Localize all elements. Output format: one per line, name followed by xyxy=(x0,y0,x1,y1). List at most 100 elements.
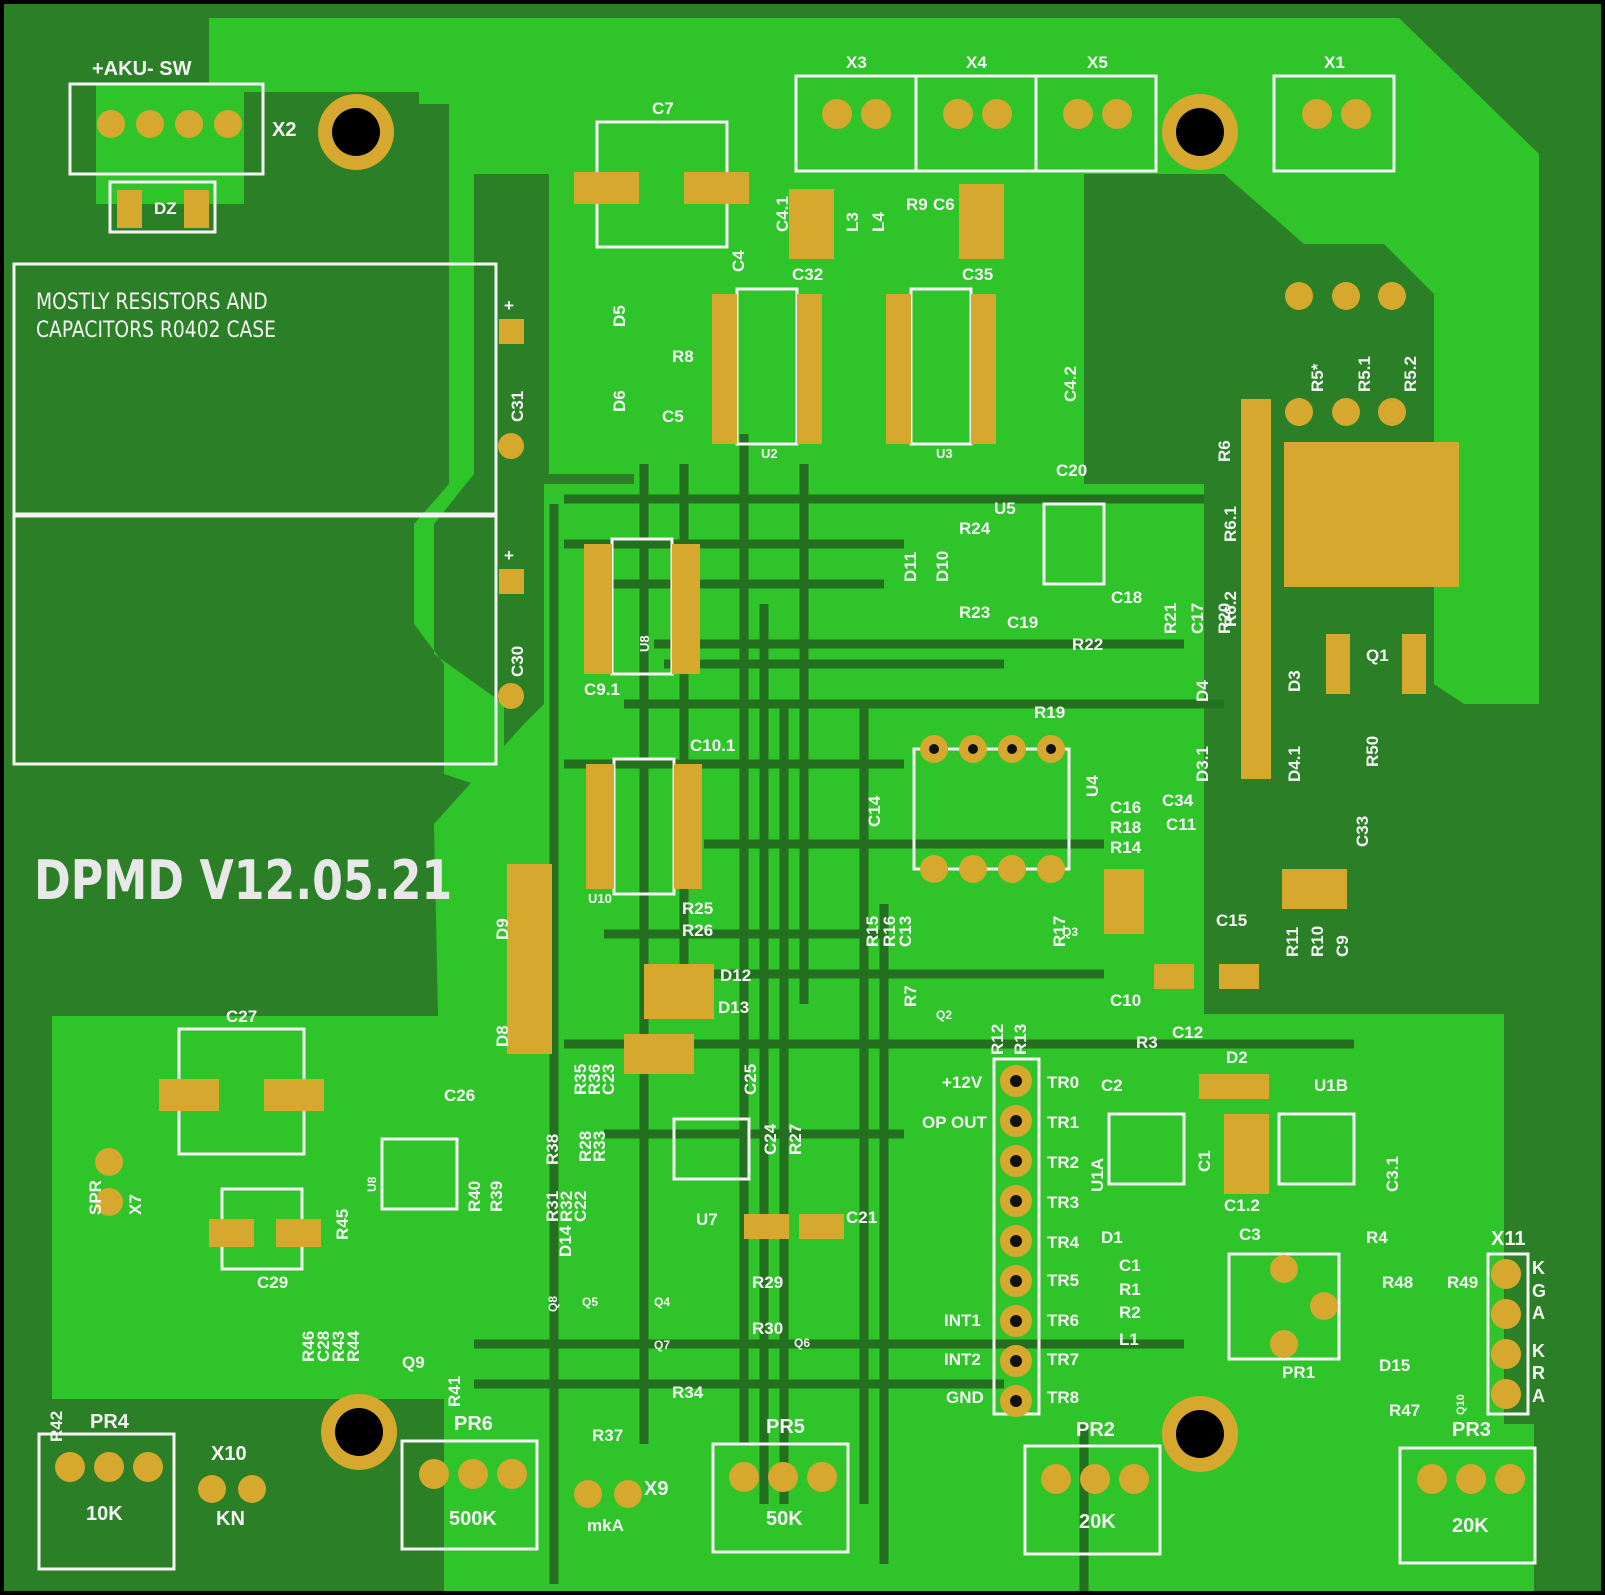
traces xyxy=(474,434,1354,1591)
silkscreen-label: R8 xyxy=(672,347,694,366)
silkscreen-label: C6 xyxy=(933,195,955,214)
pcb-artwork xyxy=(12,18,1539,1591)
silkscreen-label: Q9 xyxy=(402,1353,425,1372)
silkscreen-label: R4 xyxy=(1366,1228,1388,1247)
smd-pads xyxy=(117,172,1459,1247)
silkscreen-label: R37 xyxy=(592,1426,624,1445)
silkscreen-label: R21 xyxy=(1161,602,1180,634)
silkscreen-label: C26 xyxy=(444,1086,476,1105)
silkscreen-label: C29 xyxy=(257,1273,289,1292)
silkscreen-label: U4 xyxy=(1083,775,1102,797)
silkscreen-label: C1.2 xyxy=(1224,1196,1260,1215)
silkscreen-label: U1A xyxy=(1088,1157,1107,1192)
silkscreen-label: 20K xyxy=(1452,1515,1489,1537)
silkscreen-label: U3 xyxy=(936,446,953,461)
silkscreen-label: PR5 xyxy=(766,1416,805,1438)
silkscreen-label: R5* xyxy=(1308,363,1327,392)
silkscreen-label: GND xyxy=(946,1388,984,1407)
silkscreen-label: R13 xyxy=(1011,1023,1030,1055)
silkscreen-label: INT1 xyxy=(944,1311,981,1330)
silkscreen-label: R41 xyxy=(445,1375,464,1407)
silkscreen-label: R23 xyxy=(959,603,991,622)
silkscreen-label: INT2 xyxy=(944,1350,981,1369)
silkscreen-label: D5 xyxy=(610,305,629,327)
silkscreen-label: R50 xyxy=(1363,735,1382,767)
silkscreen-label: R15 xyxy=(863,915,882,947)
silkscreen-label: R38 xyxy=(543,1133,562,1165)
silkscreen-label: R xyxy=(1532,1363,1545,1383)
silkscreen-label: D13 xyxy=(718,998,750,1017)
silkscreen-label: D15 xyxy=(1379,1356,1411,1375)
silkscreen-label: 500K xyxy=(449,1508,497,1530)
silkscreen-label: C11 xyxy=(1166,815,1197,834)
through-hole-pads xyxy=(55,99,1525,1508)
copper-pour-x2 xyxy=(96,84,244,204)
silkscreen-label: R26 xyxy=(682,921,714,940)
silkscreen-label: D14 xyxy=(556,1225,575,1257)
silkscreen-label: C1 xyxy=(1195,1150,1214,1172)
silkscreen-label: TR4 xyxy=(1047,1233,1080,1252)
silkscreen-label: C10 xyxy=(1110,991,1142,1010)
silkscreen-label: +12V xyxy=(942,1073,983,1092)
silkscreen-label: D11 xyxy=(901,551,920,582)
silkscreen-label: SPR xyxy=(86,1180,105,1215)
silkscreen-label: R34 xyxy=(672,1383,704,1402)
silkscreen-label: Q3 xyxy=(1062,925,1079,939)
silkscreen-label: R5.1 xyxy=(1355,356,1374,392)
silkscreen-label: U5 xyxy=(994,499,1016,518)
silkscreen-label: D4.1 xyxy=(1285,746,1304,782)
silkscreen-label: C9 xyxy=(1333,935,1352,957)
silkscreen-label: TR3 xyxy=(1047,1193,1080,1212)
silkscreen-label: D10 xyxy=(933,550,952,582)
silkscreen-label: D8 xyxy=(493,1025,512,1047)
copper-trace-left xyxy=(414,74,504,784)
silkscreen-label: A xyxy=(1532,1386,1545,1406)
silkscreen-label: C13 xyxy=(896,915,915,947)
silkscreen-label: R20 xyxy=(1215,602,1234,634)
silkscreen-label: R7 xyxy=(901,985,920,1007)
silkscreen-label: Q10 xyxy=(1455,1394,1467,1415)
silkscreen-label: R25 xyxy=(682,899,714,918)
silkscreen-label: PR2 xyxy=(1076,1419,1115,1441)
silkscreen-label: C32 xyxy=(792,265,824,284)
silkscreen-label: PR6 xyxy=(454,1413,493,1435)
silkscreen-label: TR6 xyxy=(1047,1311,1080,1330)
silkscreen-label: + xyxy=(504,546,514,565)
silkscreen-label: R19 xyxy=(1034,703,1066,722)
silkscreen-label: R3 xyxy=(1136,1033,1158,1052)
silkscreen-label: C17 xyxy=(1188,602,1207,634)
silkscreen-label: R6 xyxy=(1215,440,1234,462)
silkscreen-label: C4.2 xyxy=(1061,366,1080,402)
silkscreen-label: C20 xyxy=(1056,461,1088,480)
silkscreen-label: U8 xyxy=(637,635,652,652)
pcb-board: MOSTLY RESISTORS AND CAPACITORS R0402 CA… xyxy=(4,4,1601,1591)
silkscreen-label: D9 xyxy=(493,918,512,940)
silkscreen-label: R11 xyxy=(1283,926,1302,957)
silkscreen-label: C3 xyxy=(1239,1225,1261,1244)
silkscreen-label: G xyxy=(1532,1281,1547,1301)
silkscreen-label: C5 xyxy=(662,407,684,426)
silkscreen-label: Q2 xyxy=(936,1008,953,1022)
silkscreen-label: Q7 xyxy=(654,1338,671,1352)
silkscreen-label: L1 xyxy=(1119,1330,1139,1349)
silkscreen-label: PR3 xyxy=(1452,1419,1491,1441)
silkscreen-label: D2 xyxy=(1226,1048,1248,1067)
silkscreen-label: R12 xyxy=(988,1023,1007,1055)
silkscreen-label: TR8 xyxy=(1047,1388,1080,1407)
silkscreen-label: C4 xyxy=(729,250,748,272)
silkscreen-label: R47 xyxy=(1389,1401,1421,1420)
silkscreen-label: C3.1 xyxy=(1383,1156,1402,1192)
silkscreen-label: C34 xyxy=(1162,791,1194,810)
silkscreen-label: L4 xyxy=(869,212,888,232)
silkscreen-label: R6.1 xyxy=(1221,506,1240,542)
silkscreen-label: mkA xyxy=(587,1516,624,1535)
silkscreen-label: X1 xyxy=(1324,53,1345,72)
silkscreen-label: R40 xyxy=(465,1180,484,1212)
silkscreen-label: 20K xyxy=(1079,1511,1116,1533)
silkscreen-label: U7 xyxy=(696,1210,718,1229)
silkscreen-label: R48 xyxy=(1382,1273,1414,1292)
board-title: DPMD V12.05.21 xyxy=(34,849,453,912)
silkscreen-label: C9.1 xyxy=(584,680,620,699)
silkscreen-label: X11 xyxy=(1491,1228,1526,1250)
silkscreen-label: C4.1 xyxy=(773,196,792,232)
